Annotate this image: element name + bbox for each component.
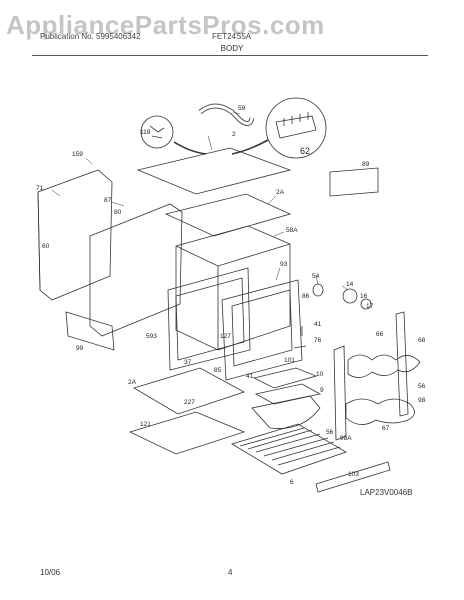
callout-119: 119 [140,129,151,136]
part-62-detail-circle [265,97,327,159]
model-number: FET24S5A [212,32,252,41]
part-89-trim [329,167,379,197]
part-93-door-glass [175,277,245,361]
watermark: AppliancePartsPros.com [6,10,325,40]
callout-60: 60 [42,243,50,250]
part-76-pin [293,345,307,349]
callout-93: 93 [280,261,288,268]
callout-6: 6 [290,479,294,486]
callout-89: 89 [362,161,370,168]
diagram-code: LAP23V0046B [360,488,413,497]
part-16-bezel [360,298,372,310]
callout-85: 85 [214,367,222,374]
part-58a-oven-liner [175,225,291,351]
callout-103: 103 [348,471,359,478]
callout-76: 76 [314,337,322,344]
callout-98a: 98A [340,435,352,442]
callout-101: 101 [284,357,295,364]
callout-121: 121 [140,421,151,428]
callout-14: 14 [346,281,354,288]
callout-2a-lower: 2A [128,379,137,386]
callout-59: 59 [238,105,246,112]
callout-9: 9 [320,387,324,394]
part-2a-upper-panel [164,193,292,237]
callout-86: 86 [302,293,310,300]
callout-227: 227 [184,399,195,406]
part-2a-lower-panel [133,367,245,415]
section-title: BODY [220,44,244,53]
callout-16: 16 [360,293,368,300]
part-67-broil-element [345,398,415,425]
callout-127: 127 [220,333,231,340]
part-121-bottom-panel [128,411,246,455]
callout-98: 98 [418,397,426,404]
callout-66: 66 [376,331,384,338]
callout-71: 71 [36,185,44,192]
callout-17: 17 [366,303,374,310]
callout-56-lower: 56 [326,429,334,436]
callout-41-lower: 41 [246,373,254,380]
part-103-kick-panel [315,461,391,493]
part-56-bracket [333,345,347,441]
callout-159: 159 [72,151,83,158]
callout-99: 99 [76,345,84,352]
callout-56-upper: 56 [418,383,426,390]
part-14-knob-seat [342,288,358,304]
part-6-oven-rack [231,423,347,475]
part-68-bake-element [347,354,421,378]
callout-41-upper: 41 [314,321,322,328]
part-93-door-frame [167,267,251,371]
callout-80: 80 [114,209,122,216]
header-rule [32,55,428,56]
part-87-side-panel [89,203,183,337]
part-54-knob [312,283,324,297]
callout-10: 10 [316,371,324,378]
callout-2: 2 [232,131,236,138]
part-86-front-frame [221,279,303,381]
part-10-broil-pan [254,383,322,405]
part-66-element-frame [395,311,409,417]
callout-labels: 59 119 2 62 159 89 71 87 2A 80 60 58A 93… [36,105,426,486]
callout-54: 54 [312,273,320,280]
callout-68: 68 [418,337,426,344]
part-9-pan-insert [251,395,321,429]
callout-58a: 58A [286,227,298,234]
callout-62: 62 [300,146,310,156]
callout-593: 593 [146,333,157,340]
publication-number: Publication No. 5995406342 [40,32,141,41]
footer-page-number: 4 [228,568,233,577]
part-119-detail-circle [140,115,174,149]
callout-87: 87 [104,197,112,204]
footer-date: 10/06 [40,568,61,577]
callout-67: 67 [382,425,390,432]
part-71-back-panel [37,169,113,301]
callout-2a-upper: 2A [276,189,285,196]
callout-37: 37 [184,359,192,366]
part-99-panel [65,311,115,351]
part-2-top-panel [136,147,292,195]
part-101-pan [252,367,318,389]
